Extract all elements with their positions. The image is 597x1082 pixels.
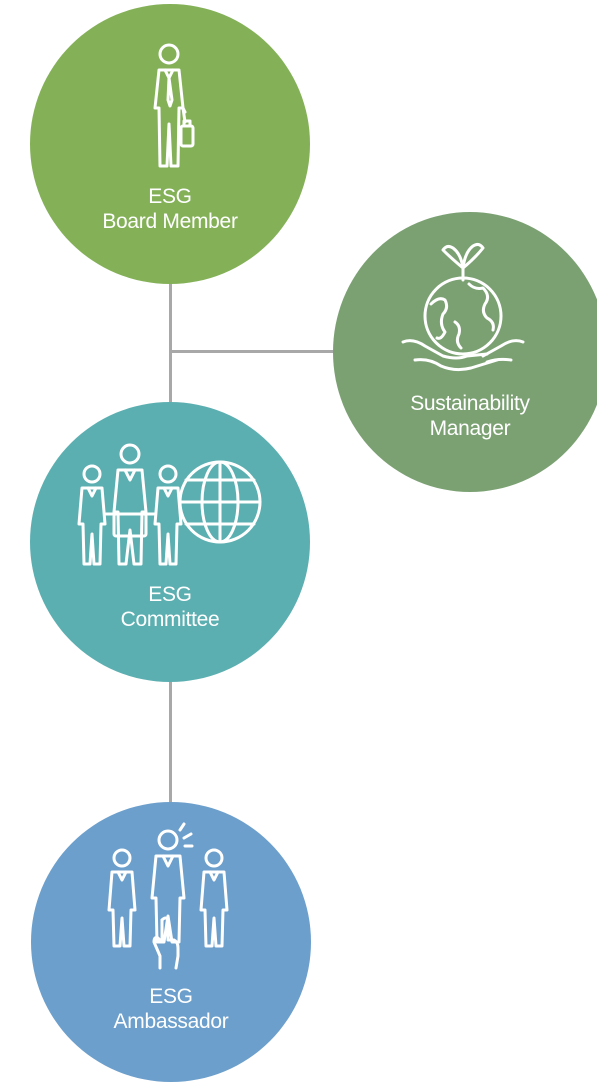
node-sustainability-manager: Sustainability Manager — [333, 212, 597, 492]
board-member-line2: Board Member — [102, 210, 238, 233]
team-globe-icon — [77, 443, 262, 566]
ambassador-line1: ESG — [149, 985, 193, 1008]
committee-label: ESG Committee — [121, 582, 220, 632]
sustainability-manager-line2: Manager — [429, 417, 511, 440]
connector-committee-to-ambassador — [169, 675, 172, 815]
board-member-label: ESG Board Member — [102, 184, 238, 234]
ambassador-line2: Ambassador — [113, 1010, 229, 1033]
board-member-line1: ESG — [148, 185, 192, 208]
committee-line1: ESG — [148, 583, 192, 606]
ambassador-label: ESG Ambassador — [114, 984, 229, 1034]
node-committee: ESG Committee — [30, 402, 310, 682]
team-pointing-icon — [107, 822, 229, 970]
connector-board-to-committee — [169, 280, 172, 410]
node-ambassador: ESG Ambassador — [31, 802, 311, 1082]
connector-to-manager — [169, 350, 339, 353]
committee-line2: Committee — [120, 608, 220, 631]
node-board-member: ESG Board Member — [30, 4, 310, 284]
sustainability-manager-line1: Sustainability — [410, 392, 530, 415]
globe-in-hands-icon — [401, 242, 525, 372]
sustainability-manager-label: Sustainability Manager — [410, 391, 530, 441]
businessman-briefcase-icon — [153, 43, 195, 168]
